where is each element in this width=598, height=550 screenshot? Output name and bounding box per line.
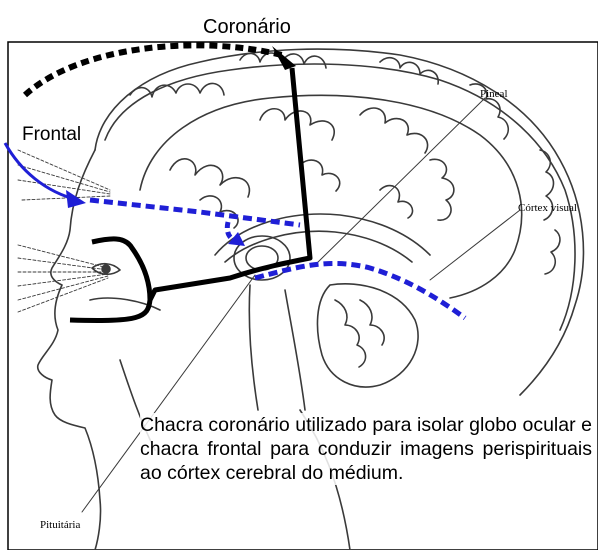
frame (7, 41, 598, 550)
pineal-leader-line (314, 97, 486, 266)
label-pineal: Pineal (480, 88, 508, 100)
label-pituitaria: Pituitária (40, 519, 80, 531)
crown-channel-line (69, 67, 313, 323)
visual-cortex-leader-line (429, 209, 521, 281)
label-cortex-visual: Córtex visual (518, 202, 577, 214)
frontal-arrowhead (66, 190, 86, 208)
frontal-loop-arrowhead (228, 232, 245, 246)
crown-arc-arrowhead (272, 46, 296, 70)
label-frontal: Frontal (22, 124, 81, 145)
crown-arc (22, 42, 283, 98)
head-illustration (17, 48, 585, 550)
frontal-path-lower (254, 261, 467, 321)
eye-loop-line (91, 236, 153, 301)
frontal-path-upper (89, 197, 301, 228)
diagram-caption: Chacra coronário utilizado para isolar g… (140, 413, 592, 485)
label-coronario: Coronário (203, 16, 291, 38)
pituitary-leader-line (81, 274, 256, 513)
